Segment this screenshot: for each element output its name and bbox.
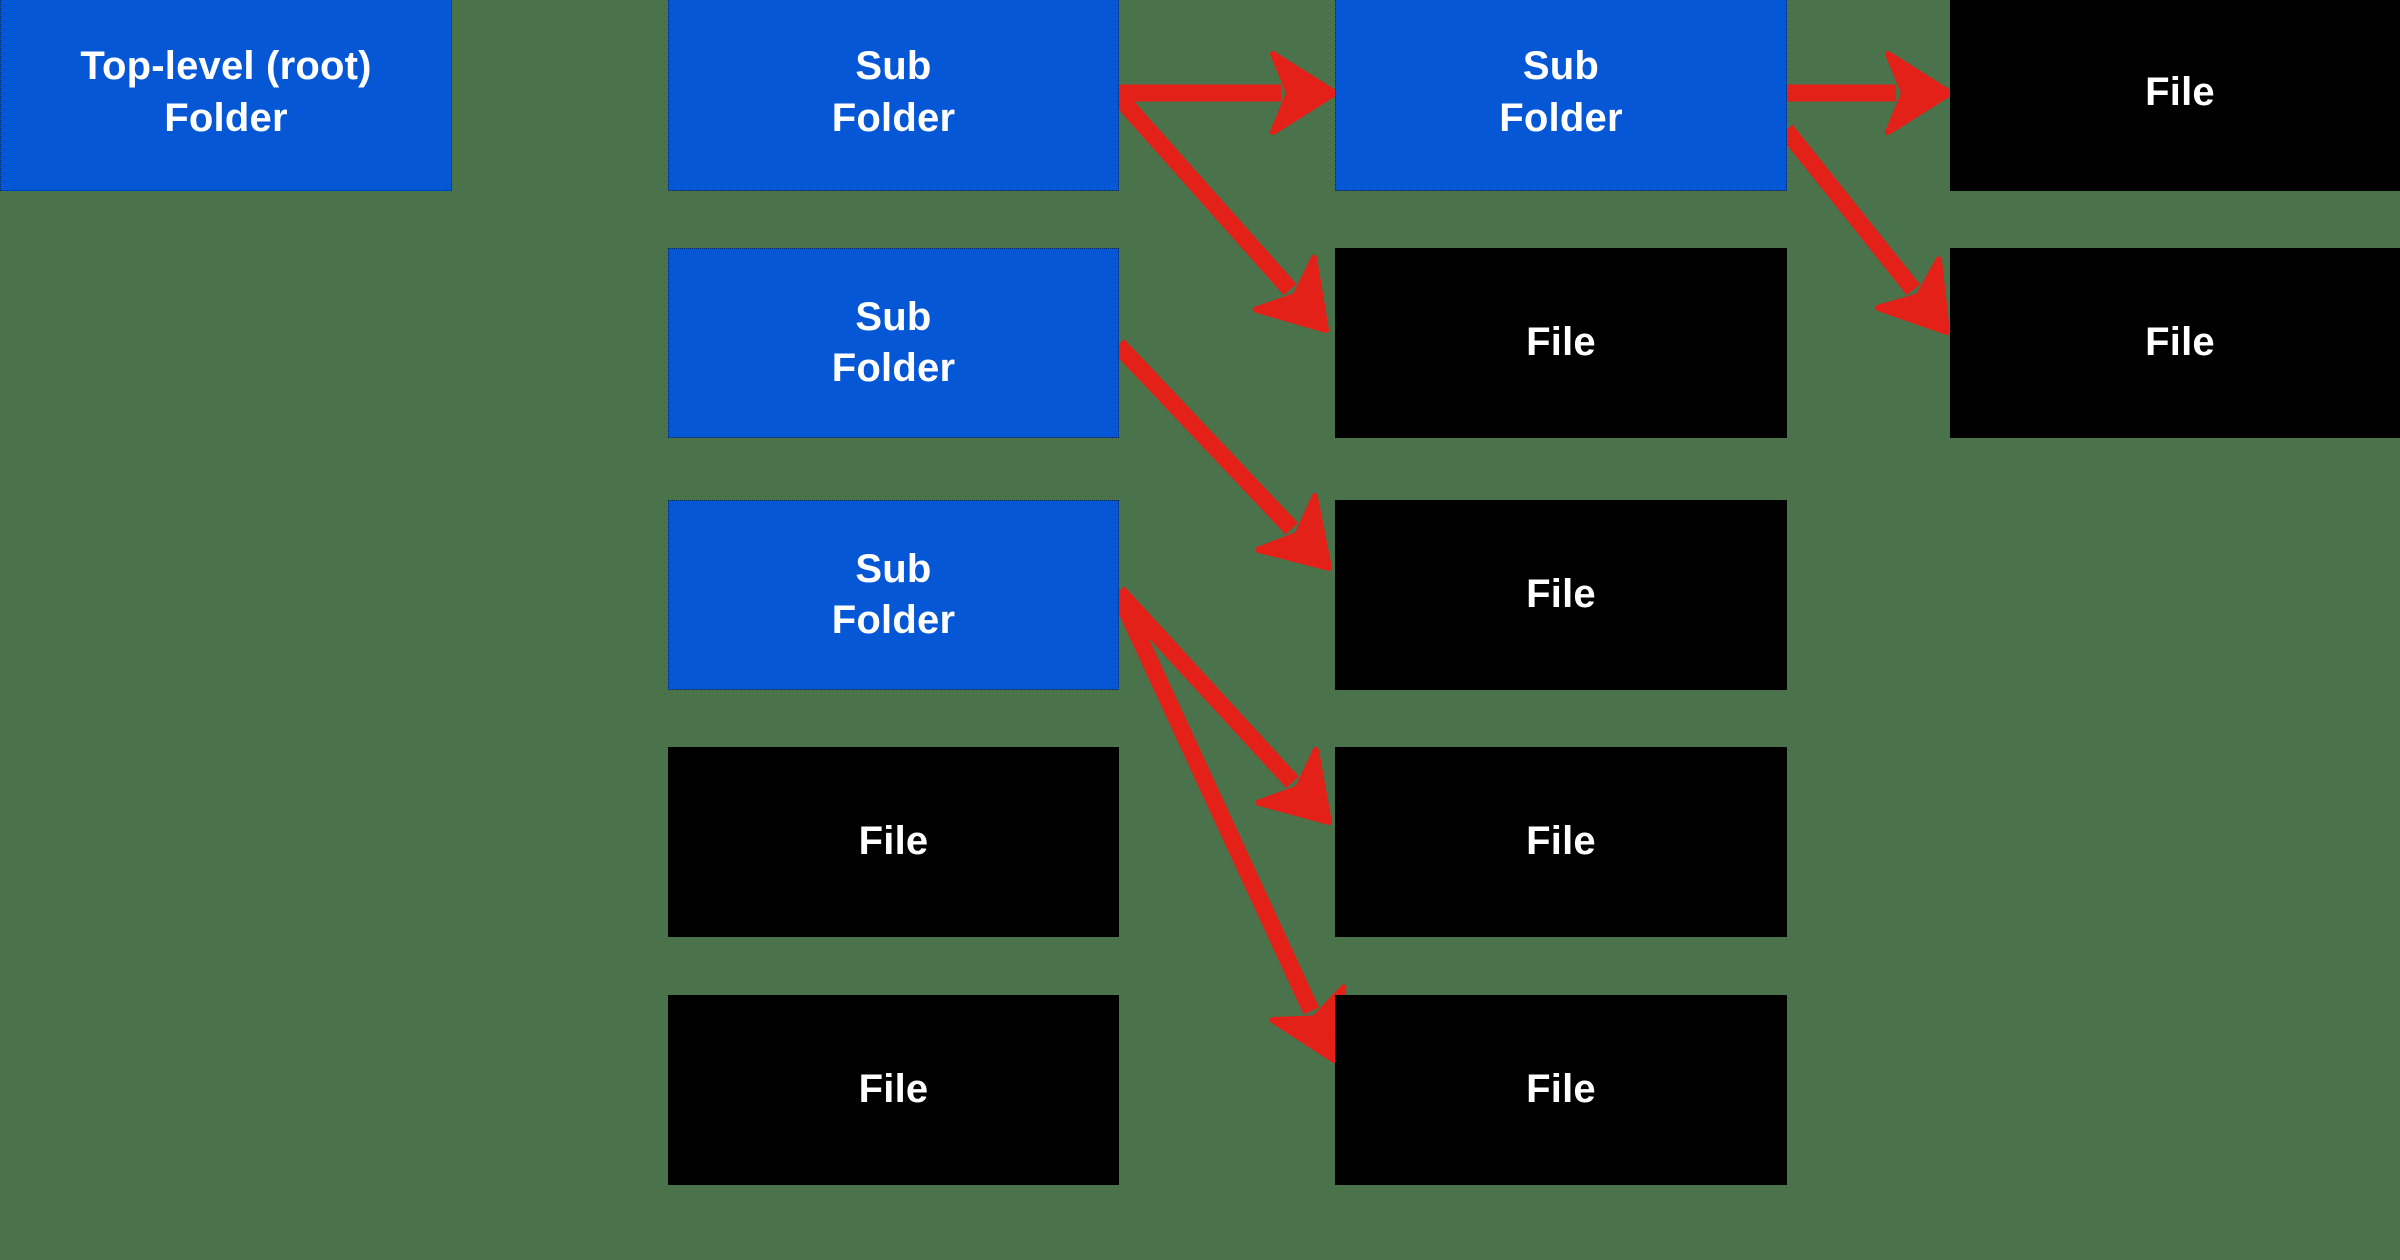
arrow-head	[1885, 51, 1953, 135]
node-label-line1: File	[2145, 69, 2215, 114]
node-label-line1: File	[2145, 320, 2215, 365]
arrow-head	[1252, 254, 1329, 333]
node-label-line2: Folder	[831, 95, 956, 140]
arrow-connector	[1779, 124, 1950, 335]
arrow-head	[1874, 256, 1950, 335]
file-node[interactable]: File	[1335, 747, 1787, 937]
node-label-line1: File	[1526, 320, 1596, 365]
node-label-line1: Sub	[855, 44, 932, 89]
node-label-line2: Folder	[1499, 95, 1623, 140]
file-node[interactable]: File	[668, 995, 1119, 1185]
file-node[interactable]: File	[1335, 248, 1787, 438]
arrow-connector	[1786, 51, 1953, 135]
arrow-shaft	[1111, 339, 1299, 535]
arrow-connector	[1118, 51, 1338, 135]
node-label-line1: File	[858, 819, 929, 864]
file-node[interactable]: File	[1950, 248, 2400, 438]
arrow-head	[1255, 493, 1332, 571]
arrow-connector	[1111, 339, 1332, 571]
node-label-line1: Sub	[855, 546, 932, 591]
file-node[interactable]: File	[668, 747, 1119, 937]
arrow-connector	[1111, 90, 1329, 333]
arrow-shaft	[1110, 588, 1320, 1015]
node-label-line2: Folder	[164, 95, 288, 140]
arrow-head	[1269, 984, 1347, 1063]
arrow-shaft	[1111, 90, 1297, 296]
arrow-connector	[1111, 586, 1332, 825]
node-label-line2: Folder	[831, 598, 956, 642]
node-label-line1: Sub	[855, 294, 932, 339]
arrow-head	[1270, 51, 1338, 135]
node-label-line1: File	[1526, 819, 1596, 864]
arrow-shaft	[1111, 586, 1299, 788]
arrow-shaft	[1779, 124, 1920, 296]
node-label-line1: Sub	[1522, 44, 1600, 89]
node-label-line1: File	[858, 1067, 929, 1112]
file-node[interactable]: File	[1335, 995, 1787, 1185]
arrow-head	[1255, 746, 1332, 825]
file-node[interactable]: File	[1335, 500, 1787, 690]
folder-node[interactable]: Top-level (root) Folder	[0, 0, 452, 191]
node-label-line2: Folder	[831, 346, 956, 390]
node-label-line1: File	[1526, 1067, 1596, 1112]
node-label-line1: Top-level (root)	[80, 44, 372, 89]
arrow-connector	[1110, 588, 1347, 1063]
file-node[interactable]: File	[1950, 0, 2400, 191]
node-label-line1: File	[1526, 572, 1596, 617]
